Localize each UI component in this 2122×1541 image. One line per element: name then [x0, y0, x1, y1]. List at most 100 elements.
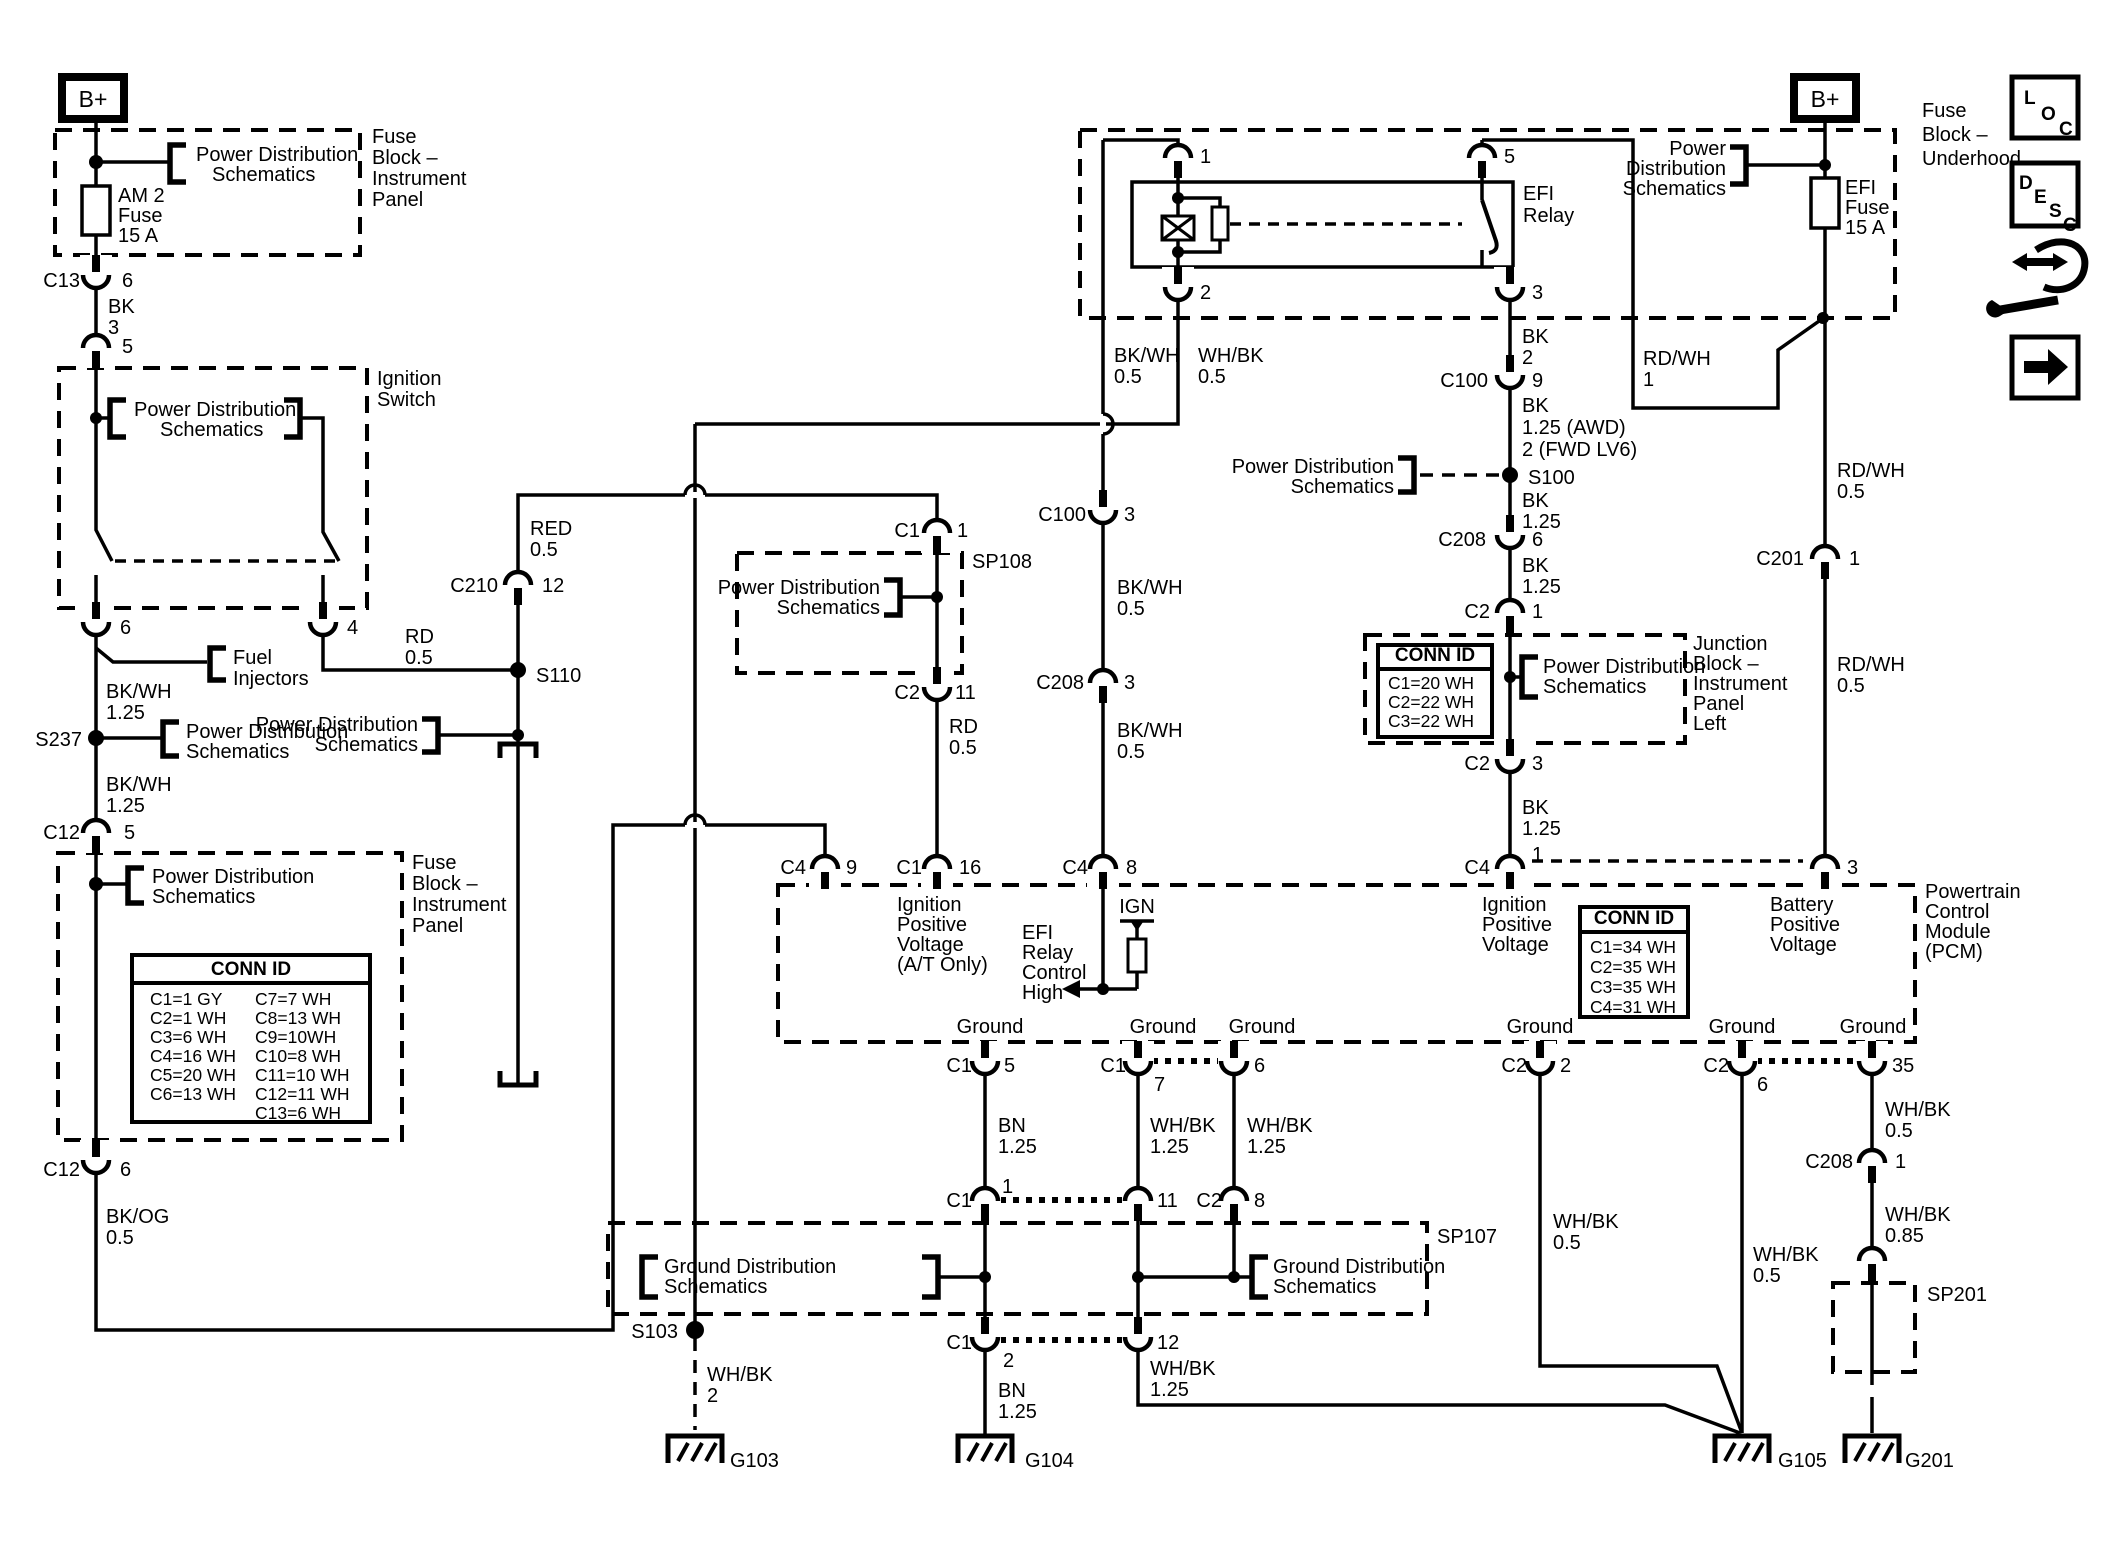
conn-id-pcm-title: CONN ID: [1594, 908, 1674, 929]
conn-id-fuse-block-ip-cell: C2=1 WH: [150, 1008, 226, 1028]
c4-9-label: C4: [780, 857, 806, 879]
bplus-left-label: B+: [79, 86, 108, 112]
conn-c12-5: [80, 817, 112, 834]
conn-id-fuse-block-ip-cell: C4=16 WH: [150, 1046, 236, 1066]
desc-button-letter[interactable]: S: [2049, 201, 2062, 222]
pin2-run: [695, 297, 1180, 426]
ground-g201-hatch-2: [1881, 1442, 1895, 1462]
sp201-label: SP201: [1927, 1284, 1987, 1306]
ground-lbl-1: Ground: [957, 1016, 1024, 1038]
junction-gds-1: [979, 1271, 991, 1283]
pds-s237-1: Power Distribution: [186, 721, 348, 743]
c100-9-pin: 9: [1532, 370, 1543, 392]
pcm-c1-5-pin: 5: [1004, 1055, 1015, 1077]
bracket-underhood: [1730, 144, 1749, 187]
loc-button[interactable]: [2009, 74, 2081, 141]
wrench-icon: [1999, 295, 2059, 315]
bk125-b2: 1.25: [1522, 576, 1561, 598]
c1-sp108-pin: 1: [957, 520, 968, 542]
loc-button-letter[interactable]: C: [2059, 119, 2073, 140]
conn-pcm-c1-7: [1122, 1060, 1154, 1077]
conn-c201-1: [1809, 543, 1841, 560]
gnd-col-4: [1538, 1064, 1744, 1434]
whbk05-e1: WH/BK: [1553, 1211, 1619, 1233]
pcm-c1-7-pin: 7: [1154, 1074, 1165, 1096]
conn-id-fuse-block-ip-cell: C13=6 WH: [255, 1103, 341, 1123]
row3-c1-label: C1: [946, 1332, 972, 1354]
bn125-a1: BN: [998, 1115, 1026, 1137]
efi-relay-label-2: Relay: [1523, 205, 1574, 227]
fuse-block-ip-2-box: [56, 851, 404, 1142]
efi-high-4: High: [1022, 982, 1063, 1004]
coil-dot-top: [1172, 192, 1184, 204]
fbu-label-3: Underhood: [1922, 148, 2021, 170]
pcm-6-pin: 6: [1254, 1055, 1265, 1077]
pds-s237-2: Schematics: [186, 741, 289, 763]
bkog-run2: [704, 823, 827, 866]
conn-c2-1: [1494, 597, 1526, 614]
c210-pin: 12: [542, 575, 564, 597]
conn-id-fuse-block-ip-cell: C5=20 WH: [150, 1065, 236, 1085]
conn-pcm-c4-8: [1087, 853, 1119, 870]
efi-fuse-2: Fuse: [1845, 197, 1889, 219]
desc-button-letter[interactable]: C: [2063, 215, 2077, 236]
c1-16-label: C1: [896, 857, 922, 879]
jb-label-4: Panel: [1693, 693, 1744, 715]
pcm-ign-resistor: [1126, 937, 1148, 974]
conn-id-fuse-block-ip-cell: C6=13 WH: [150, 1084, 236, 1104]
junction-gds-3: [1228, 1271, 1240, 1283]
conn-id-pcm: [1578, 905, 1690, 1019]
conn-pcm-c1-5: [969, 1060, 1001, 1077]
loc-button-letter[interactable]: O: [2041, 104, 2056, 125]
relay-pin2: 2: [1200, 282, 1211, 304]
c2-3-label: C2: [1464, 753, 1490, 775]
whbk085-1: WH/BK: [1885, 1204, 1951, 1226]
pcm-35-pin: 35: [1892, 1055, 1914, 1077]
pcm-ign-arrow: [1131, 922, 1143, 931]
pds-fb1-2: Schematics: [212, 164, 315, 186]
desc-button-letter[interactable]: D: [2019, 173, 2033, 194]
ign-pin6: 6: [120, 617, 131, 639]
pds-ign-1: Power Distribution: [134, 399, 296, 421]
bkog-2: 0.5: [106, 1227, 134, 1249]
loc-button-letter[interactable]: L: [2024, 88, 2036, 109]
whbk05-e2: 0.5: [1553, 1232, 1581, 1254]
bkwh05-c2: 0.5: [1117, 741, 1145, 763]
pds-fb2-2: Schematics: [152, 886, 255, 908]
efi-high-arrowhead: [1062, 980, 1080, 998]
junction-sp108: [931, 591, 943, 603]
pcm-c2-6-label: C2: [1703, 1055, 1729, 1077]
am2-fuse-3: 15 A: [118, 225, 159, 247]
rd-run: [321, 625, 518, 672]
efi-fuse-3: 15 A: [1845, 217, 1886, 239]
whbk05-a2: 0.5: [1198, 366, 1226, 388]
efi-high-3: Control: [1022, 962, 1086, 984]
pin5-ign: 5: [122, 336, 133, 358]
pcm-c2-2-label: C2: [1501, 1055, 1527, 1077]
rd05-a2: 0.5: [405, 647, 433, 669]
pds-s110-2: Schematics: [315, 734, 418, 756]
rdwh1-1: RD/WH: [1643, 348, 1711, 370]
conn-relay-3: [1494, 286, 1526, 303]
bk-awd-3: 2 (FWD LV6): [1522, 439, 1637, 461]
relay-switch-arm: [1480, 199, 1499, 255]
red-run: [516, 493, 686, 670]
splice-s103: [686, 1321, 704, 1339]
conn-row3-12: [1122, 1336, 1154, 1353]
fuel-injector-branch: [94, 646, 207, 664]
gds-left-2: Schematics: [664, 1276, 767, 1298]
row2-c2-label: C2: [1196, 1190, 1222, 1212]
splice-s110: [510, 662, 526, 678]
ignition-switch-box: [57, 366, 369, 610]
pds-fbu-2: Distribution: [1626, 158, 1726, 180]
conn-pcm-6: [1218, 1060, 1250, 1077]
c13-label: C13: [43, 270, 80, 292]
conn-id-junction-block-cell: C2=22 WH: [1388, 692, 1474, 712]
c100-9-label: C100: [1440, 370, 1488, 392]
ign-symbol-label: IGN: [1119, 896, 1155, 918]
bracket-s237: [160, 719, 179, 759]
efi-relay-box: [1130, 180, 1515, 269]
desc-button[interactable]: [2009, 160, 2081, 229]
conn-c210-12: [502, 569, 534, 586]
desc-button-letter[interactable]: E: [2034, 187, 2047, 208]
